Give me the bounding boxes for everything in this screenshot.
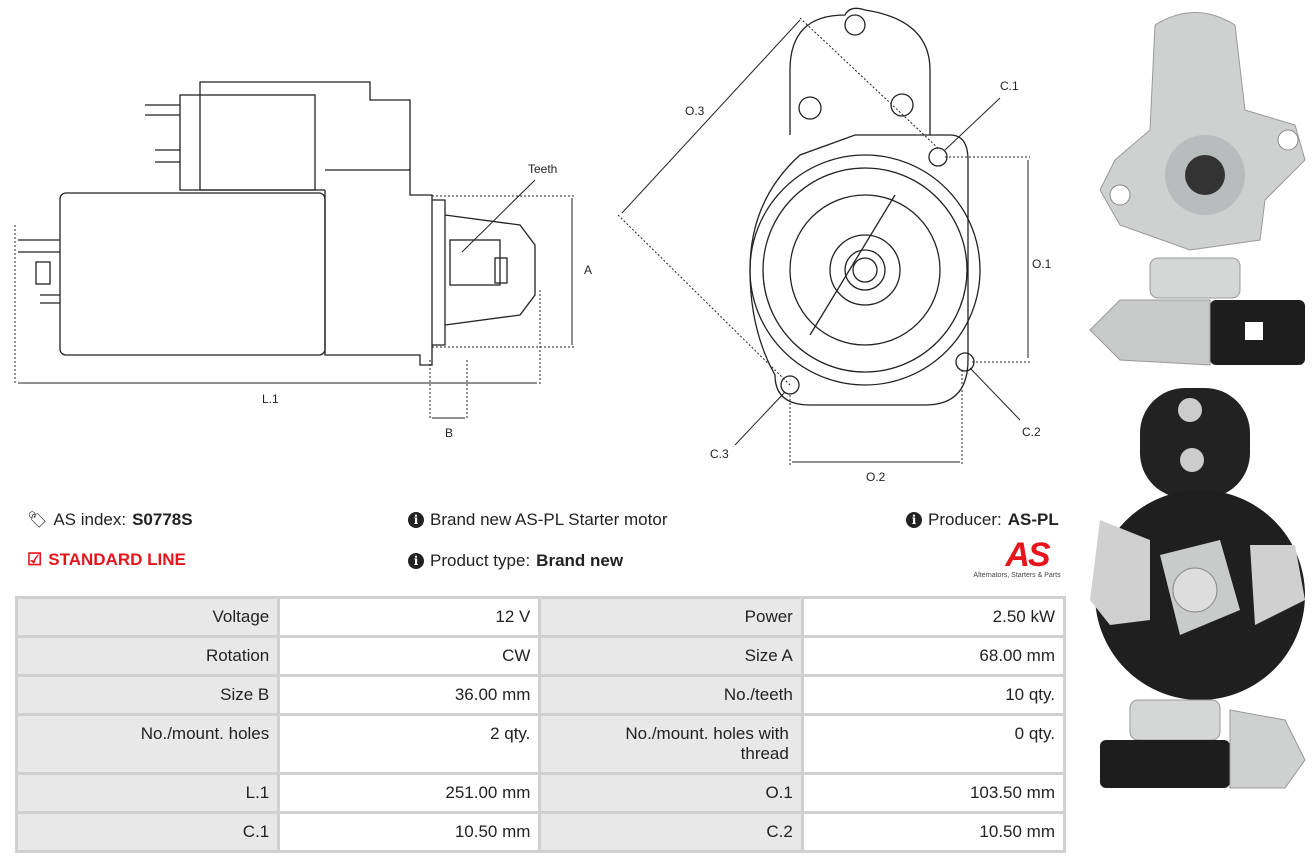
- spec-label: Size A: [538, 635, 804, 677]
- spec-value: 10.50 mm: [277, 811, 542, 853]
- label-o1: O.1: [1032, 257, 1052, 271]
- label-b: B: [445, 426, 453, 440]
- label-a: A: [584, 263, 592, 277]
- spec-value: 10 qty.: [800, 674, 1067, 716]
- spec-value: 103.50 mm: [800, 772, 1067, 814]
- label-c1: C.1: [1000, 79, 1019, 93]
- as-pl-logo: AS Alternators, Starters & Parts: [966, 538, 1068, 579]
- as-index-label: AS index:: [53, 510, 127, 529]
- product-type-value: Brand new: [536, 551, 624, 570]
- info-icon: i: [408, 553, 424, 569]
- label-c2: C.2: [1022, 425, 1041, 439]
- as-index-value: S0778S: [132, 510, 193, 529]
- spec-label: L.1: [14, 772, 281, 814]
- spec-value: 36.00 mm: [277, 674, 542, 716]
- description: i Brand new AS-PL Starter motor: [408, 510, 667, 530]
- spec-label: Voltage: [14, 596, 281, 638]
- spec-label: C.2: [538, 811, 804, 853]
- spec-value: 2.50 kW: [800, 596, 1067, 638]
- line-label: STANDARD LINE: [48, 550, 186, 569]
- info-icon: i: [408, 512, 424, 528]
- photo-side: [1089, 257, 1305, 366]
- as-index: 🏷︎ AS index: S0778S: [27, 510, 193, 530]
- logo-tagline: Alternators, Starters & Parts: [973, 572, 1061, 579]
- spec-label: O.1: [538, 772, 804, 814]
- spec-label: Rotation: [14, 635, 281, 677]
- description-text: Brand new AS-PL Starter motor: [430, 510, 668, 529]
- photo-rear: [1090, 388, 1305, 700]
- label-l1: L.1: [262, 392, 279, 406]
- spec-value: 251.00 mm: [277, 772, 542, 814]
- photo-side-2: [1100, 699, 1306, 789]
- producer: i Producer: AS-PL: [906, 510, 1059, 530]
- spec-label: Power: [538, 596, 804, 638]
- spec-value: CW: [277, 635, 542, 677]
- logo-mark: AS: [1005, 536, 1050, 574]
- spec-value: 2 qty.: [277, 713, 542, 775]
- photo-front: [1099, 12, 1306, 251]
- label-o2: O.2: [866, 470, 886, 484]
- spec-value: 10.50 mm: [800, 811, 1067, 853]
- checkbox-icon: ☑: [27, 550, 43, 569]
- spec-label: No./mount. holes: [14, 713, 281, 775]
- product-type: i Product type: Brand new: [408, 551, 623, 571]
- spec-value: 12 V: [277, 596, 542, 638]
- front-view-diagram: O.1 O.2 O.3 C.1 C.2 C.3: [617, 7, 1052, 484]
- label-c3: C.3: [710, 447, 729, 461]
- info-icon: i: [906, 512, 922, 528]
- spec-label: Size B: [14, 674, 281, 716]
- spec-label: No./teeth: [538, 674, 804, 716]
- standard-line-badge: ☑ STANDARD LINE: [27, 550, 186, 570]
- producer-label: Producer:: [928, 510, 1002, 529]
- producer-value: AS-PL: [1007, 510, 1059, 529]
- spec-label: C.1: [14, 811, 281, 853]
- label-o3: O.3: [685, 104, 705, 118]
- spec-value: 0 qty.: [800, 713, 1067, 775]
- product-type-label: Product type:: [430, 551, 531, 570]
- spec-label: No./mount. holes with thread: [538, 713, 804, 775]
- label-teeth: Teeth: [528, 162, 557, 176]
- spec-value: 68.00 mm: [800, 635, 1067, 677]
- side-view-diagram: Teeth A B L.1: [14, 81, 592, 440]
- product-photos: [1089, 12, 1306, 789]
- tag-icon: 🏷︎: [27, 512, 48, 529]
